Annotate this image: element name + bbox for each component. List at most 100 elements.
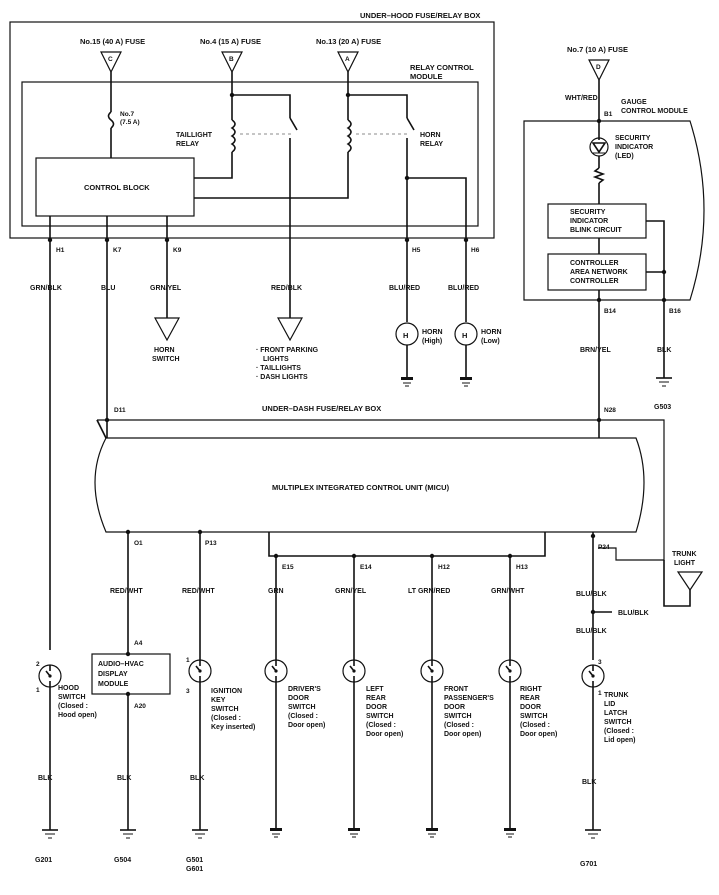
wire-blk-4: BLK	[582, 779, 596, 786]
svg-text:IGNITION: IGNITION	[211, 688, 242, 695]
left-rear-door-ground	[348, 828, 360, 838]
pin-b14: B14	[604, 308, 616, 315]
svg-text:(Closed :: (Closed :	[366, 722, 396, 729]
horn-high-ground	[401, 377, 413, 387]
svg-text:A: A	[345, 56, 350, 63]
right-rear-door-ground	[504, 828, 516, 838]
svg-text:Door open): Door open)	[520, 731, 557, 738]
underdash-box	[97, 419, 665, 561]
ground-g503-symbol	[656, 377, 672, 387]
svg-text:DOOR: DOOR	[366, 704, 387, 711]
svg-text:FRONT: FRONT	[444, 686, 469, 693]
fuse-7: D No.7 (10 A) FUSE	[567, 45, 628, 82]
svg-text:KEY: KEY	[211, 697, 226, 704]
pin-n28: N28	[604, 407, 616, 414]
wire-blu-blk-1: BLU/BLK	[576, 591, 607, 598]
trunk-light-symbol	[676, 571, 704, 592]
wire-red-wht-2: RED/WHT	[182, 588, 215, 595]
micu-box	[94, 419, 645, 533]
fuse-15: C No.15 (40 A) FUSE	[80, 37, 145, 74]
horn-switch-label-1: HORN	[154, 347, 175, 354]
svg-text:No.13 (20 A) FUSE: No.13 (20 A) FUSE	[316, 37, 381, 46]
hood-pin-2: 2	[36, 661, 40, 668]
led-label-2: INDICATOR	[615, 144, 653, 151]
pin-h5: H5	[412, 247, 421, 254]
micu-label: MULTIPLEX INTEGRATED CONTROL UNIT (MICU)	[272, 483, 450, 492]
horn-relay-label-1: HORN	[420, 132, 441, 139]
ignition-switch-label: IGNITION KEY SWITCH (Closed : Key insert…	[211, 688, 255, 731]
hood-switch-label: HOOD SWITCH (Closed : Hood open)	[58, 685, 97, 719]
taillight-relay-label-2: RELAY	[176, 141, 199, 148]
park-label-1: · FRONT PARKING	[256, 347, 319, 354]
svg-text:Door open): Door open)	[288, 722, 325, 729]
wire-blk-3: BLK	[190, 775, 204, 782]
ground-g201-symbol	[42, 829, 58, 839]
right-rear-door-switch-symbol	[498, 659, 522, 683]
wire-red-wht-1: RED/WHT	[110, 588, 143, 595]
audio-label-1: AUDIO–HVAC	[98, 661, 144, 668]
svg-text:(Closed :: (Closed :	[211, 715, 241, 722]
ground-g701: G701	[580, 861, 597, 868]
gauge-title-1: GAUGE	[621, 99, 647, 106]
fuse-7b-label-1: No.7	[120, 111, 134, 118]
horn-low-ground	[460, 377, 472, 387]
horn-low-label-2: (Low)	[481, 338, 500, 345]
park-label-4: · DASH LIGHTS	[256, 374, 308, 381]
fuse-4: B No.4 (15 A) FUSE	[200, 37, 261, 74]
hood-switch-symbol	[38, 664, 62, 688]
svg-text:(Closed :: (Closed :	[520, 722, 550, 729]
svg-text:Lid open): Lid open)	[604, 737, 636, 744]
pin-p13: P13	[205, 540, 217, 547]
svg-text:D: D	[596, 64, 601, 71]
ign-pin-3: 3	[186, 688, 190, 695]
ground-g504: G504	[114, 857, 131, 864]
control-block-label: CONTROL BLOCK	[84, 183, 150, 192]
can-label-3: CONTROLLER	[570, 278, 619, 285]
svg-text:No.4 (15 A) FUSE: No.4 (15 A) FUSE	[200, 37, 261, 46]
ground-g201: G201	[35, 857, 52, 864]
taillight-relay-label-1: TAILLIGHT	[176, 132, 213, 139]
wire-blu-blk-3: BLU/BLK	[576, 628, 607, 635]
park-label-2: LIGHTS	[263, 356, 289, 363]
pin-b1: B1	[604, 111, 613, 118]
wire-blu-red-1: BLU/RED	[389, 285, 420, 292]
svg-text:PASSENGER'S: PASSENGER'S	[444, 695, 494, 702]
pin-e14: E14	[360, 564, 372, 571]
gauge-module-box	[523, 120, 705, 301]
park-label-3: · TAILLIGHTS	[256, 365, 301, 372]
led-label-1: SECURITY	[615, 135, 651, 142]
relay-control-module-box	[21, 81, 479, 227]
audio-label-2: DISPLAY	[98, 671, 128, 678]
wire-blk-2: BLK	[117, 775, 131, 782]
horn-relay-label-2: RELAY	[420, 141, 443, 148]
svg-text:(Closed :: (Closed :	[288, 713, 318, 720]
pin-k9: K9	[173, 247, 182, 254]
svg-text:DOOR: DOOR	[288, 695, 309, 702]
svg-text:DOOR: DOOR	[520, 704, 541, 711]
pin-b16: B16	[669, 308, 681, 315]
svg-text:B: B	[229, 56, 234, 63]
fuse-7b-label-2: (7.5 A)	[120, 119, 140, 126]
pin-a4: A4	[134, 640, 143, 647]
can-label-1: CONTROLLER	[570, 260, 619, 267]
front-passenger-door-switch-label: FRONT PASSENGER'S DOOR SWITCH (Closed : …	[444, 686, 494, 738]
wire-blu: BLU	[101, 285, 115, 292]
svg-text:No.7 (10 A) FUSE: No.7 (10 A) FUSE	[567, 45, 628, 54]
wire-grn-blk: GRN/BLK	[30, 285, 62, 292]
svg-text:LEFT: LEFT	[366, 686, 384, 693]
front-passenger-door-ground	[426, 828, 438, 838]
underdash-title: UNDER–DASH FUSE/RELAY BOX	[262, 404, 381, 413]
horn-switch-label-2: SWITCH	[152, 356, 180, 363]
ground-g601: G601	[186, 866, 203, 873]
gauge-title-2: CONTROL MODULE	[621, 108, 688, 115]
driver-door-switch-label: DRIVER'S DOOR SWITCH (Closed : Door open…	[288, 686, 325, 729]
ground-g503: G503	[654, 404, 671, 411]
wire-grn-yel-2: GRN/YEL	[335, 588, 367, 595]
wire-brn-yel: BRN/YEL	[580, 347, 611, 354]
left-rear-door-switch-symbol	[342, 659, 366, 683]
driver-door-ground	[270, 828, 282, 838]
blink-label-1: SECURITY	[570, 209, 606, 216]
ignition-switch-symbol	[188, 659, 212, 683]
wire-ltgrn-red: LT GRN/RED	[408, 588, 450, 595]
